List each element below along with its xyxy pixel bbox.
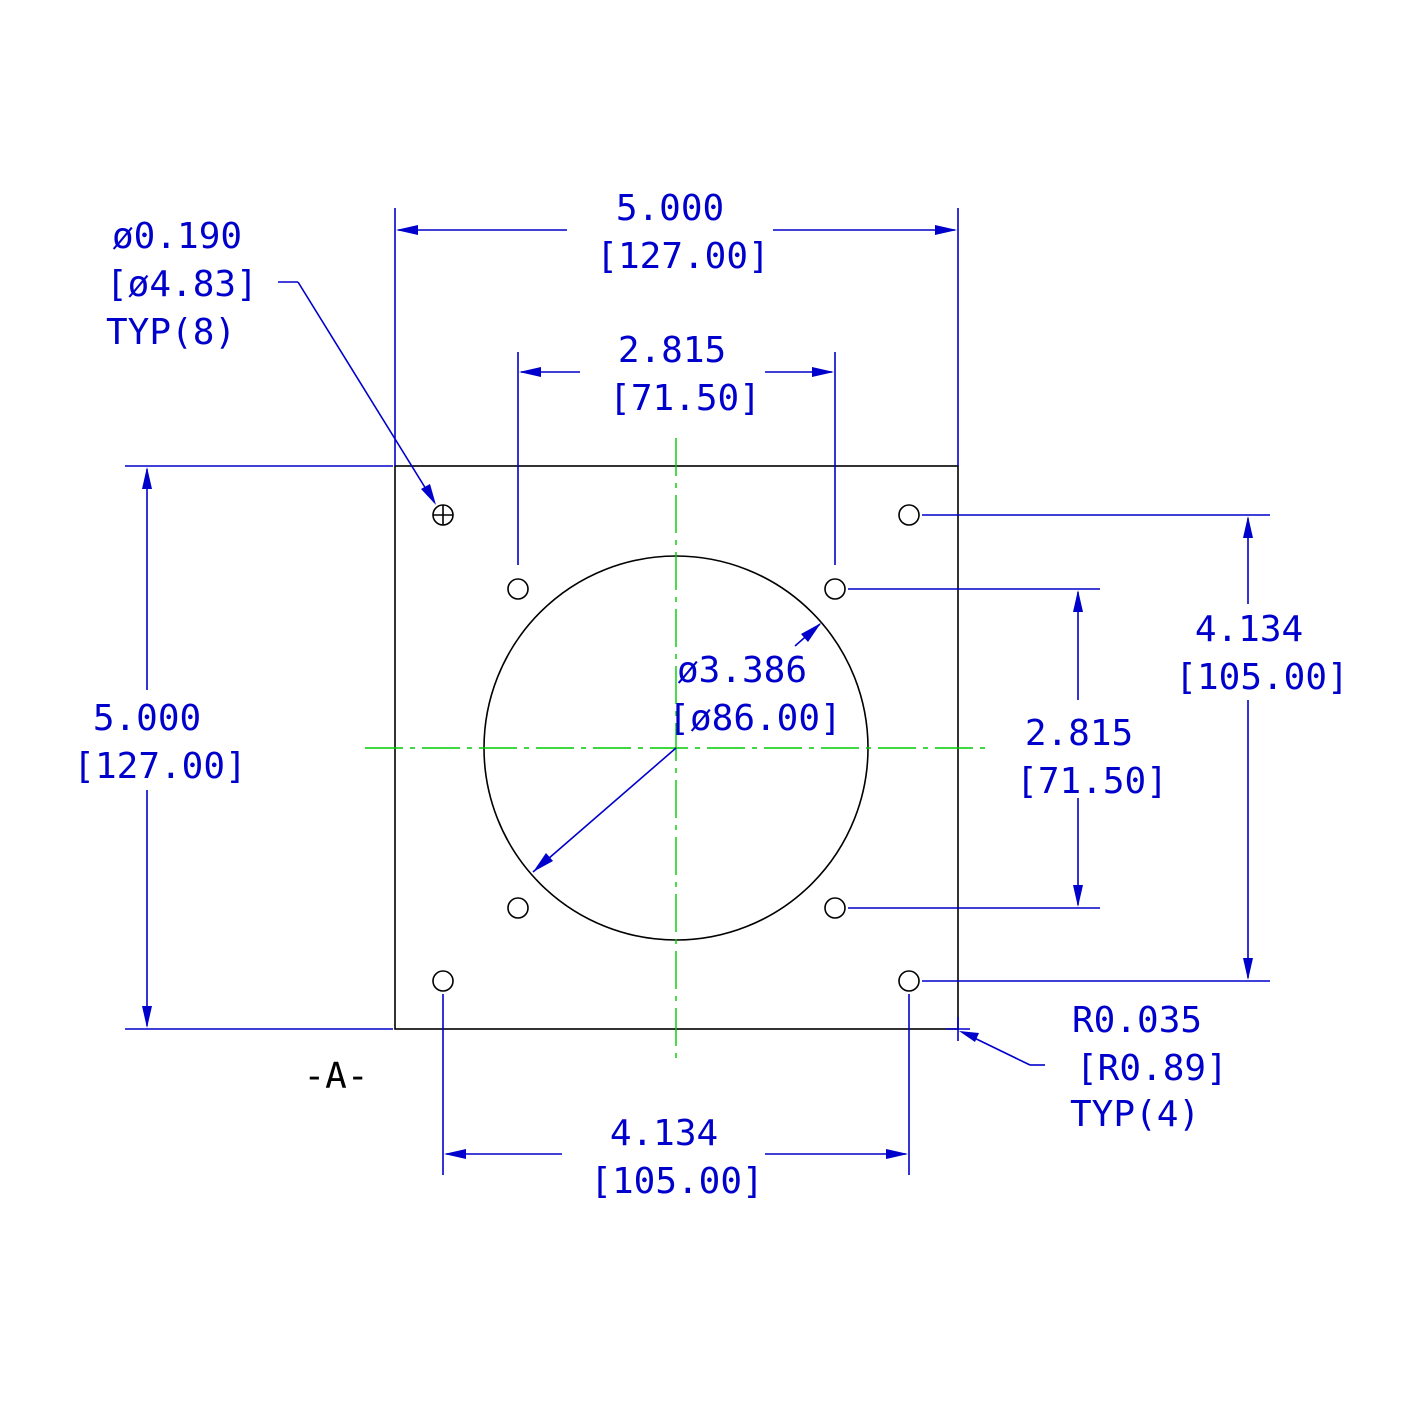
hole-callout-metric: [ø4.83]	[106, 264, 258, 305]
arrowhead	[886, 1149, 908, 1159]
left-height-value: 5.000	[93, 698, 201, 739]
arrowhead	[959, 1031, 979, 1042]
bolt-circle-metric: [ø86.00]	[668, 698, 841, 739]
top-width-metric: [127.00]	[596, 236, 769, 277]
arrowhead	[801, 623, 821, 642]
inner-horizontal-value: 2.815	[618, 330, 726, 371]
hole-leader	[297, 281, 435, 503]
bottom-width-value: 4.134	[610, 1113, 718, 1154]
mounting-hole	[507, 578, 529, 600]
outer-vertical-metric: [105.00]	[1175, 657, 1348, 698]
bottom-width-metric: [105.00]	[590, 1161, 763, 1202]
mounting-hole	[898, 970, 920, 992]
arrowhead	[519, 367, 541, 377]
arrowhead	[935, 225, 957, 235]
arrowhead	[396, 225, 418, 235]
inner-vertical-value: 2.815	[1025, 713, 1133, 754]
mounting-hole	[824, 897, 846, 919]
arrowhead	[533, 853, 553, 872]
arrowhead	[421, 484, 436, 505]
arrowhead	[1243, 958, 1253, 980]
outer-vertical-value: 4.134	[1195, 609, 1303, 650]
mounting-hole	[432, 970, 454, 992]
dimension-labels: 5.000 [127.00] 2.815 [71.50] ø0.190 [ø4.…	[73, 188, 1348, 1202]
corner-callout-value: R0.035	[1072, 1000, 1202, 1041]
top-width-value: 5.000	[616, 188, 724, 229]
diameter-leader	[532, 747, 677, 873]
hole-callout-note: TYP(8)	[106, 312, 236, 353]
arrowhead	[142, 467, 152, 489]
inner-horizontal-metric: [71.50]	[609, 378, 761, 419]
corner-callout-metric: [R0.89]	[1076, 1048, 1228, 1089]
arrowhead	[444, 1149, 466, 1159]
datum-label: -A-	[303, 1056, 368, 1097]
arrowhead	[812, 367, 834, 377]
mounting-hole	[824, 578, 846, 600]
corner-callout-note: TYP(4)	[1070, 1094, 1200, 1135]
inner-vertical-metric: [71.50]	[1016, 761, 1168, 802]
mounting-hole	[898, 504, 920, 526]
arrowhead	[1243, 516, 1253, 538]
bolt-circle-value: ø3.386	[677, 650, 807, 691]
mounting-hole	[507, 897, 529, 919]
center-lines	[365, 438, 990, 1060]
arrowhead	[1073, 885, 1083, 907]
dimension-lines	[125, 208, 1270, 1175]
left-height-metric: [127.00]	[73, 746, 246, 787]
hole-callout-value: ø0.190	[112, 216, 242, 257]
arrowhead	[142, 1006, 152, 1028]
arrowhead	[1073, 590, 1083, 612]
